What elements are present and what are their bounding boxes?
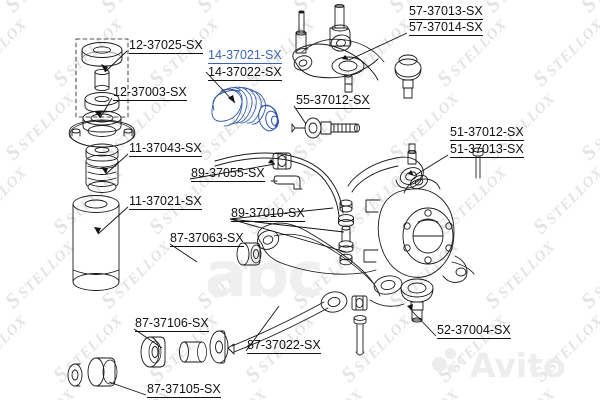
callout-label-55-37012-sx: 55-37012-SX: [296, 93, 370, 109]
part-upper-control-arm: [292, 3, 422, 99]
callout-label-51-37013-sx: 51-37013-SX: [450, 142, 524, 158]
callout-label-51-37012-sx: 51-37012-SX: [450, 125, 524, 141]
part-stabiliser-bush-89-37055: [270, 152, 303, 190]
part-stabiliser-link: [338, 199, 354, 266]
callout-label-text: 11-37043-SX: [129, 141, 202, 157]
callout-label-text: 57-37013-SX: [409, 4, 483, 20]
part-link-bolt: [472, 147, 484, 179]
callout-label-52-37004-sx: 52-37004-SX: [437, 323, 511, 339]
part-tie-rod-end: [347, 143, 424, 193]
callout-label-89-37055-sx: 89-37055-SX: [191, 166, 265, 182]
part-bush-87-37022: [351, 295, 368, 311]
callout-label-text: 87-37106-SX: [135, 316, 209, 332]
part-strut-mount-bearing: [81, 42, 123, 113]
callout-label-14-37022-sx: 14-37022-SX: [208, 65, 282, 81]
callout-label-text: 14-37021-SX: [208, 48, 282, 64]
part-strut-mount-body: [68, 110, 136, 148]
part-tension-rod: [227, 301, 329, 355]
part-stabiliser-bar: [214, 152, 344, 217]
part-bush-87-37063: [236, 242, 262, 266]
callout-label-57-37013-sx: 57-37013-SX: [409, 4, 483, 20]
part-dust-cover: [72, 195, 120, 291]
part-steering-knuckle: [363, 174, 475, 283]
part-bolt: [353, 315, 367, 356]
callout-label-text: 87-37105-SX: [147, 382, 221, 398]
callout-label-text: 57-37014-SX: [409, 20, 483, 36]
part-lower-control-arm: [256, 222, 405, 313]
callout-label-text: 11-37021-SX: [129, 194, 202, 210]
callout-label-text: 12-37025-SX: [129, 38, 203, 54]
callout-label-11-37043-sx: 11-37043-SX: [129, 141, 202, 157]
part-steering-rack-boot: [211, 86, 280, 132]
callout-label-text: 87-37063-SX: [170, 231, 244, 247]
callout-label-text: 87-37022-SX: [247, 338, 321, 354]
callout-label-12-37025-sx: 12-37025-SX: [129, 38, 203, 54]
leader-lines: [97, 32, 449, 396]
callout-label-text: 14-37022-SX: [208, 65, 282, 81]
callout-label-87-37063-sx: 87-37063-SX: [170, 231, 244, 247]
part-bush-87-37105: [67, 357, 118, 387]
callout-label-57-37014-sx: 57-37014-SX: [409, 20, 483, 36]
callout-label-text: 55-37012-SX: [296, 93, 370, 109]
callout-label-text: 51-37012-SX: [450, 125, 524, 141]
leader-arrowheads: [94, 55, 414, 311]
part-lower-ball-joint: [400, 278, 434, 323]
callout-label-12-37003-sx: 12-37003-SX: [113, 85, 187, 101]
callout-label-11-37021-sx: 11-37021-SX: [129, 194, 202, 210]
callout-label-87-37105-sx: 87-37105-SX: [147, 382, 221, 398]
callout-label-14-37021-sx[interactable]: 14-37021-SX: [208, 48, 282, 64]
callout-label-text: 51-37013-SX: [450, 142, 524, 158]
callout-label-text: 89-37055-SX: [191, 166, 265, 182]
callout-label-text: 52-37004-SX: [437, 323, 511, 339]
part-bush-sleeve: [179, 341, 207, 363]
callout-label-89-37010-sx: 89-37010-SX: [231, 206, 305, 222]
callout-label-87-37022-sx: 87-37022-SX: [247, 338, 321, 354]
part-washer-large: [209, 330, 229, 364]
part-inner-tie-rod: [291, 117, 360, 139]
callout-label-text: 89-37010-SX: [231, 206, 305, 222]
part-bush-87-37106: [140, 336, 166, 368]
callout-label-text: 12-37003-SX: [113, 85, 187, 101]
callout-label-87-37106-sx: 87-37106-SX: [135, 316, 209, 332]
part-bump-stop: [85, 143, 119, 193]
